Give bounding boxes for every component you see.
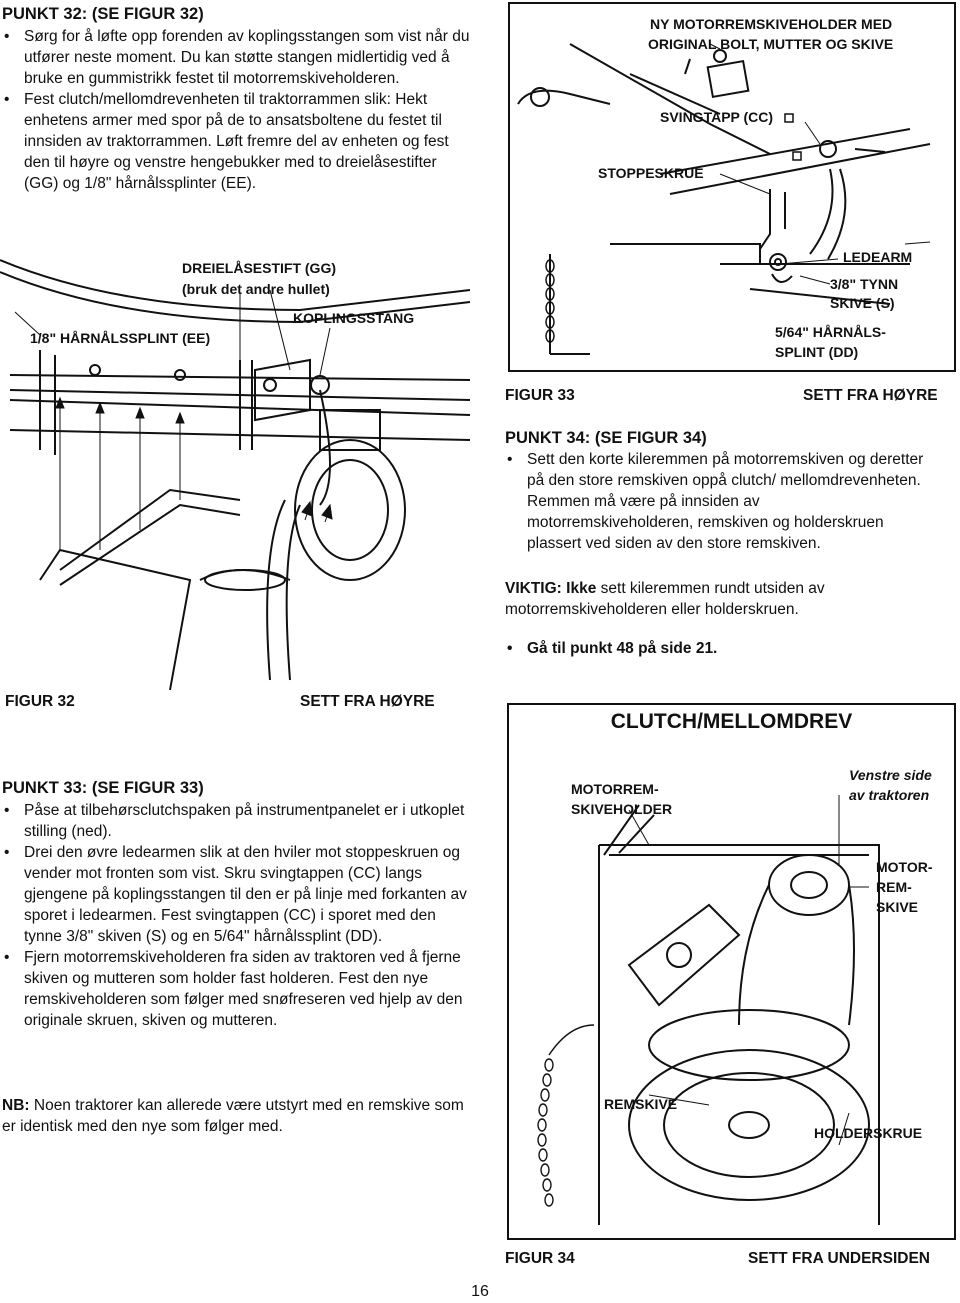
punkt34-goto: Gå til punkt 48 på side 21. [505, 638, 925, 659]
fig32-caption-right: SETT FRA HØYRE [300, 693, 435, 710]
fig34-caption-left: FIGUR 34 [505, 1250, 575, 1267]
fig33-label-top-2: ORIGINAL BOLT, MUTTER OG SKIVE [648, 36, 894, 52]
nb-label: NB: [2, 1097, 30, 1114]
punkt33-list: Påse at tilbehørsclutchspaken på instrum… [2, 800, 472, 1031]
punkt34-goto-list: Gå til punkt 48 på side 21. [505, 638, 925, 659]
punkt34-heading: PUNKT 34: (SE FIGUR 34) [505, 429, 707, 447]
fig34-label-holderskrue: HOLDERSKRUE [814, 1125, 923, 1141]
fig33-label-skive-1: 3/8" TYNN [830, 276, 899, 292]
fig33-label-top-1: NY MOTORREMSKIVEHOLDER MED [650, 16, 893, 32]
fig32-label-gg-2: (bruk det andre hullet) [182, 281, 330, 297]
fig34-label-side-1: Venstre side [849, 767, 932, 783]
punkt33-section: PUNKT 33: (SE FIGUR 33) Påse at tilbehør… [2, 778, 472, 1031]
fig34-label-motor-1: MOTOR- [876, 859, 933, 875]
viktig-note: VIKTIG: Ikke sett kileremmen rundt utsid… [505, 578, 925, 620]
nb-note: NB: Noen traktorer kan allerede være uts… [2, 1095, 472, 1137]
fig34-label-holder-2: SKIVEHOLDER [571, 801, 673, 817]
fig34-label-holder-1: MOTORREM- [571, 781, 659, 797]
fig33-label-splint-1: 5/64" HÅRNÅLS- [775, 324, 886, 340]
punkt33-bullet-2: Drei den øvre ledearmen slik at den hvil… [2, 842, 472, 947]
figure-33-frame: NY MOTORREMSKIVEHOLDER MED ORIGINAL BOLT… [508, 2, 956, 372]
fig34-label-remskive: REMSKIVE [604, 1096, 678, 1112]
fig33-label-stoppeskrue: STOPPESKRUE [598, 165, 704, 181]
fig34-label-motor-3: SKIVE [876, 899, 919, 915]
punkt33-heading: PUNKT 33: (SE FIGUR 33) [2, 779, 204, 797]
nb-text: Noen traktorer kan allerede være utstyrt… [2, 1097, 464, 1135]
punkt34-section: PUNKT 34: (SE FIGUR 34) Sett den korte k… [505, 428, 925, 659]
fig33-label-svingtapp: SVINGTAPP (CC) [660, 109, 774, 125]
fig33-caption-left: FIGUR 33 [505, 387, 575, 404]
fig33-label-splint-2: SPLINT (DD) [775, 344, 859, 360]
punkt33-bullet-3: Fjern motorremskiveholderen fra siden av… [2, 947, 472, 1031]
fig32-label-ee: 1/8" HÅRNÅLSSPLINT (EE) [30, 330, 211, 346]
punkt32-list: Sørg for å løfte opp forenden av kopling… [2, 26, 472, 194]
punkt32-heading: PUNKT 32: (SE FIGUR 32) [2, 5, 204, 23]
fig33-caption-right: SETT FRA HØYRE [803, 387, 938, 404]
viktig-label: VIKTIG: [505, 580, 562, 597]
punkt32-bullet-2: Fest clutch/mellomdrevenheten til trakto… [2, 89, 472, 194]
fig34-label-motor-2: REM- [876, 879, 912, 895]
punkt33-bullet-1: Påse at tilbehørsclutchspaken på instrum… [2, 800, 472, 842]
viktig-text: sett kileremmen rundt utsiden av motorre… [505, 580, 825, 618]
figure-34-drawing [537, 795, 880, 1225]
punkt32-bullet-1: Sørg for å løfte opp forenden av kopling… [2, 26, 472, 89]
page-number: 16 [471, 1283, 489, 1300]
fig33-label-ledearm: LEDEARM [843, 249, 913, 265]
fig32-label-koplingsstang: KOPLINGSSTANG [293, 310, 415, 326]
punkt34-list: Sett den korte kileremmen på motorremski… [505, 449, 925, 554]
figure-32-drawing [0, 259, 471, 691]
figure-34-frame: CLUTCH/MELLOMDREV [507, 703, 956, 1240]
punkt32-section: PUNKT 32: (SE FIGUR 32) Sørg for å løfte… [2, 4, 472, 194]
figure-32: DREIELÅSESTIFT (GG) (bruk det andre hull… [0, 250, 480, 691]
fig33-label-skive-2: SKIVE (S) [830, 295, 895, 311]
viktig-strong: Ikke [566, 580, 597, 597]
punkt34-bullet-1: Sett den korte kileremmen på motorremski… [505, 449, 925, 554]
fig34-title: CLUTCH/MELLOMDREV [610, 710, 853, 733]
figure-33-drawing [517, 43, 931, 355]
fig32-caption-left: FIGUR 32 [5, 693, 75, 710]
fig32-label-gg-1: DREIELÅSESTIFT (GG) [182, 260, 336, 276]
fig34-label-side-2: av traktoren [849, 787, 930, 803]
fig34-caption-right: SETT FRA UNDERSIDEN [748, 1250, 930, 1267]
